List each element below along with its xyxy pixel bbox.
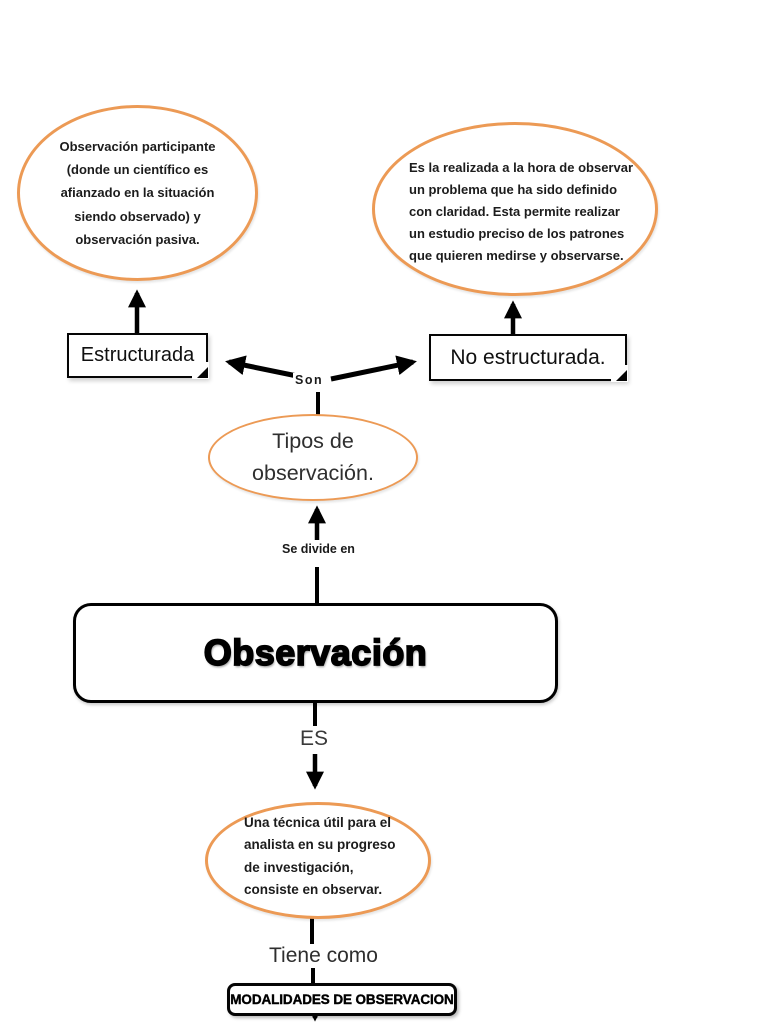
participante-text: Observación participante (donde un cient… <box>59 139 216 247</box>
folded-corner <box>192 362 209 379</box>
estructurada-label: Estructurada <box>80 344 195 366</box>
note-box-no-estructurada: No estructurada. <box>429 334 628 382</box>
box-observacion: Observación <box>73 603 558 703</box>
ellipse-no-estructurada-descripcion: Es la realizada a la hora de observar un… <box>372 122 658 296</box>
label-es: ES <box>298 727 331 751</box>
tecnica-text: Una técnica útil para el analista en su … <box>244 814 396 897</box>
modalidades-label: MODALIDADES DE OBSERVACION <box>230 992 454 1007</box>
label-son: Son <box>293 373 326 387</box>
ellipse-observacion-participante: Observación participante (donde un cient… <box>17 105 258 281</box>
no-estructurada-label: No estructurada. <box>450 345 606 369</box>
tipos-text: Tipos de observación. <box>252 429 374 485</box>
ellipse-tipos-de-observacion: Tipos de observación. <box>208 414 418 501</box>
label-se-divide-en: Se divide en <box>280 542 357 556</box>
folded-corner <box>611 365 628 382</box>
box-modalidades-de-observacion: MODALIDADES DE OBSERVACION <box>227 983 457 1016</box>
label-tiene-como: Tiene como <box>267 944 380 968</box>
note-box-estructurada: Estructurada <box>67 333 209 379</box>
no-estructurada-desc-text: Es la realizada a la hora de observar un… <box>409 160 634 263</box>
ellipse-tecnica-util: Una técnica útil para el analista en su … <box>205 802 431 919</box>
observacion-title: Observación <box>203 631 428 674</box>
